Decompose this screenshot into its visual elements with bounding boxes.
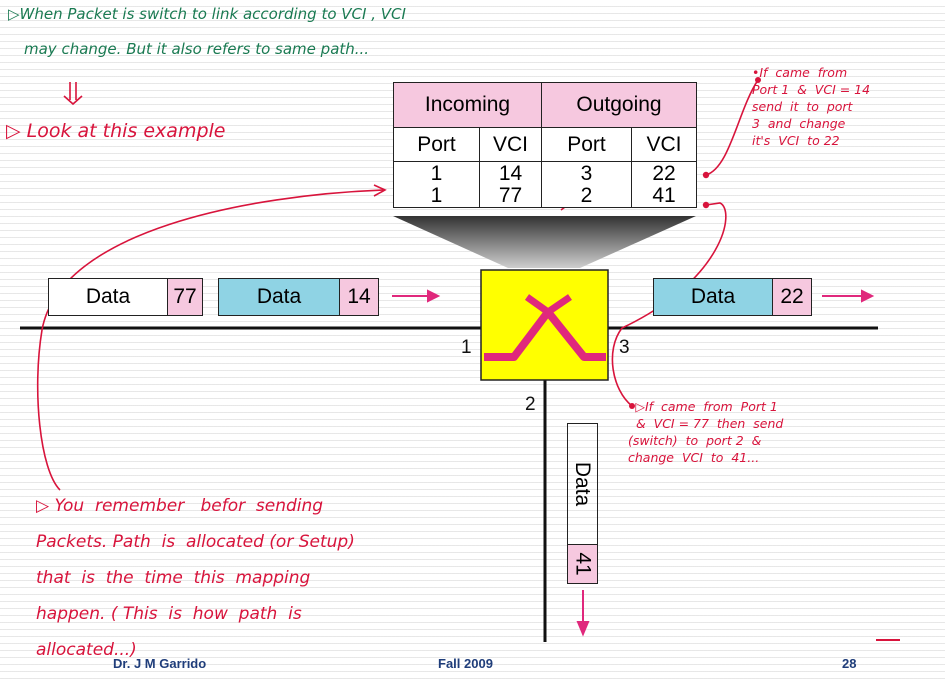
footer-page-number: 28: [842, 656, 857, 671]
row2-in-port: 1: [393, 184, 480, 208]
arrow-right-packet: [822, 289, 875, 303]
incoming-port-header: Port: [393, 127, 480, 162]
packet-vci-label: 22: [773, 278, 812, 316]
connector-top-right: [705, 79, 759, 176]
note-line-2: may change. But it also refers to same p…: [24, 40, 370, 58]
packet-data-label: Data: [48, 278, 168, 316]
row1-out-vci: 22: [631, 161, 697, 184]
packet-data-label: Data: [571, 461, 595, 507]
connector-left: [36, 189, 385, 491]
packet-near-left: Data 14: [218, 278, 379, 316]
footer-term: Fall 2009: [438, 656, 493, 671]
packet-down: Data 41: [567, 423, 598, 584]
arrow-down-packet: [576, 590, 590, 637]
table-funnel: [393, 216, 696, 268]
incoming-vci-header: VCI: [479, 127, 542, 162]
outgoing-header: Outgoing: [541, 82, 697, 128]
row1-out-port: 3: [541, 161, 632, 184]
note-left-bottom: ▷ You remember befor sending Packets. Pa…: [36, 496, 355, 660]
double-down-arrow: [63, 82, 83, 106]
note-line-1: ▷When Packet is switch to link according…: [8, 5, 406, 23]
row2-out-port: 2: [541, 184, 632, 208]
table-row: 1 77 2 41: [393, 184, 697, 208]
table-row: 1 14 3 22: [393, 161, 697, 184]
note-look-example: ▷ Look at this example: [6, 120, 226, 142]
row2-out-vci: 41: [631, 184, 697, 208]
packet-data-label: Data: [218, 278, 340, 316]
incoming-header: Incoming: [393, 82, 542, 128]
packet-data-label: Data: [653, 278, 773, 316]
row2-in-vci: 77: [479, 184, 542, 208]
packet-far-left: Data 77: [48, 278, 203, 316]
outgoing-port-header: Port: [541, 127, 632, 162]
switch-box: [480, 269, 609, 381]
row1-in-vci: 14: [479, 161, 542, 184]
packet-right: Data 22: [653, 278, 812, 316]
vci-table: Incoming Outgoing Port VCI Port VCI 1 14…: [393, 82, 697, 208]
packet-vci-label: 77: [168, 278, 203, 316]
note-right-top: •If came from Port 1 & VCI = 14 send it …: [752, 65, 871, 148]
outgoing-vci-header: VCI: [631, 127, 697, 162]
arrow-left-packet: [392, 289, 441, 303]
packet-vci-label: 14: [340, 278, 379, 316]
switch-cross-icon: [484, 294, 606, 361]
port-label-left: 1: [461, 337, 472, 358]
footer-author: Dr. J M Garrido: [113, 656, 207, 671]
packet-vci-label: 41: [571, 552, 595, 576]
port-label-right: 3: [619, 337, 630, 358]
port-label-bottom: 2: [525, 394, 536, 415]
note-right-bottom: •▷If came from Port 1 & VCI = 77 then se…: [628, 399, 784, 465]
row1-in-port: 1: [393, 161, 480, 184]
